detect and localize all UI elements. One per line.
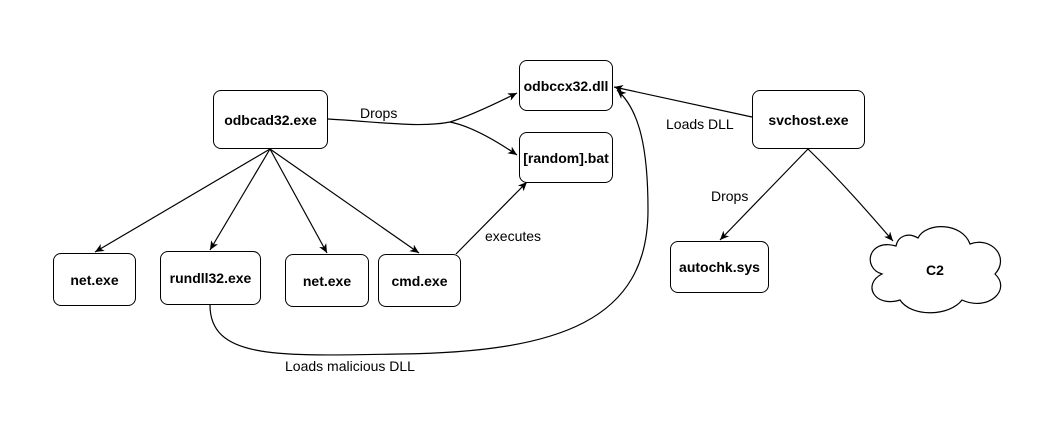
node-cmd: cmd.exe [378,254,461,307]
edge-odbcad32-to-net1 [94,148,271,253]
edge-odbcad32-to-net2 [269,148,328,254]
edge-svchost-to-c2 [807,148,894,242]
node-net2: net.exe [285,254,369,307]
node-svchost: svchost.exe [752,90,865,149]
edge-rundll32-to-odbccx32 [209,89,649,356]
edge-label-drops-odbcad32: Drops [360,105,398,121]
node-odbcad32: odbcad32.exe [213,90,328,149]
node-autochk: autochk.sys [670,241,769,293]
c2-cloud-shape [869,226,1002,314]
edge-odbcad32-to-cmd [269,148,420,254]
edge-cmd-to-random-bat [455,181,528,255]
edge-svchost-to-odbccx32 [613,85,753,118]
edge-label-drops-svchost: Drops [711,188,749,204]
edge-odbcad32-to-odbccx32 [327,92,518,126]
edge-label-loads-dll: Loads DLL [666,116,734,132]
edge-odbcad32-to-rundll32 [209,148,271,251]
node-odbccx32: odbccx32.dll [519,60,613,111]
edge-label-executes: executes [485,228,542,244]
node-net1: net.exe [53,253,136,306]
node-rundll32: rundll32.exe [160,251,261,305]
edge-odbcad32-to-random-bat [449,121,518,156]
edge-label-loads-malicious-dll: Loads malicious DLL [285,358,415,374]
edge-svchost-to-autochk [719,148,809,241]
node-c2-label: C2 [926,262,944,278]
node-random-bat: [random].bat [519,132,613,183]
